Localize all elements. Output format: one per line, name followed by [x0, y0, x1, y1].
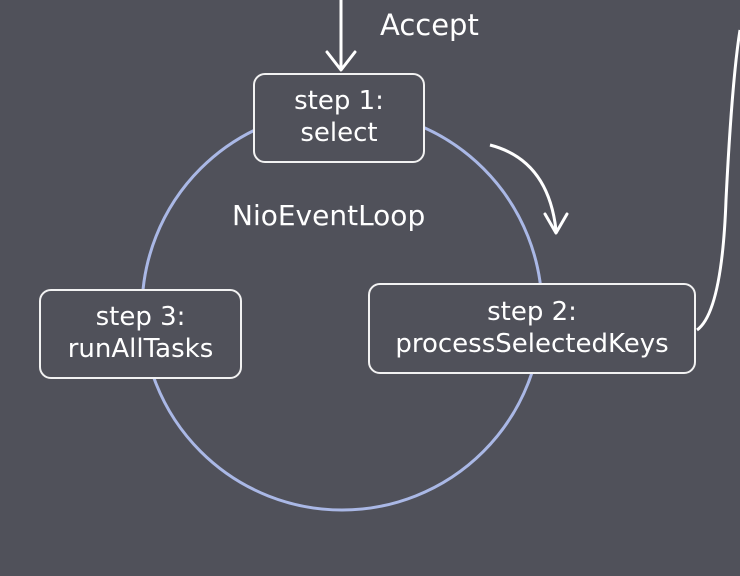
- step-1-number: step 1:: [294, 86, 384, 117]
- return-line: [696, 29, 740, 332]
- select-to-process-arrow: [489, 143, 558, 231]
- select-to-process-arrow-head: [543, 212, 569, 235]
- step-3-box: step 3: runAllTasks: [39, 289, 242, 379]
- step-2-box: step 2: processSelectedKeys: [368, 283, 696, 374]
- step-3-name: runAllTasks: [67, 334, 214, 364]
- step-2-name: processSelectedKeys: [395, 328, 669, 359]
- step-3-number: step 3:: [95, 302, 186, 333]
- step-1-name: select: [300, 118, 378, 148]
- accept-arrow-head: [325, 50, 357, 72]
- accept-label: Accept: [380, 8, 479, 42]
- step-2-number: step 2:: [487, 296, 577, 327]
- event-loop-label: NioEventLoop: [232, 199, 426, 232]
- step-1-box: step 1: select: [253, 73, 425, 163]
